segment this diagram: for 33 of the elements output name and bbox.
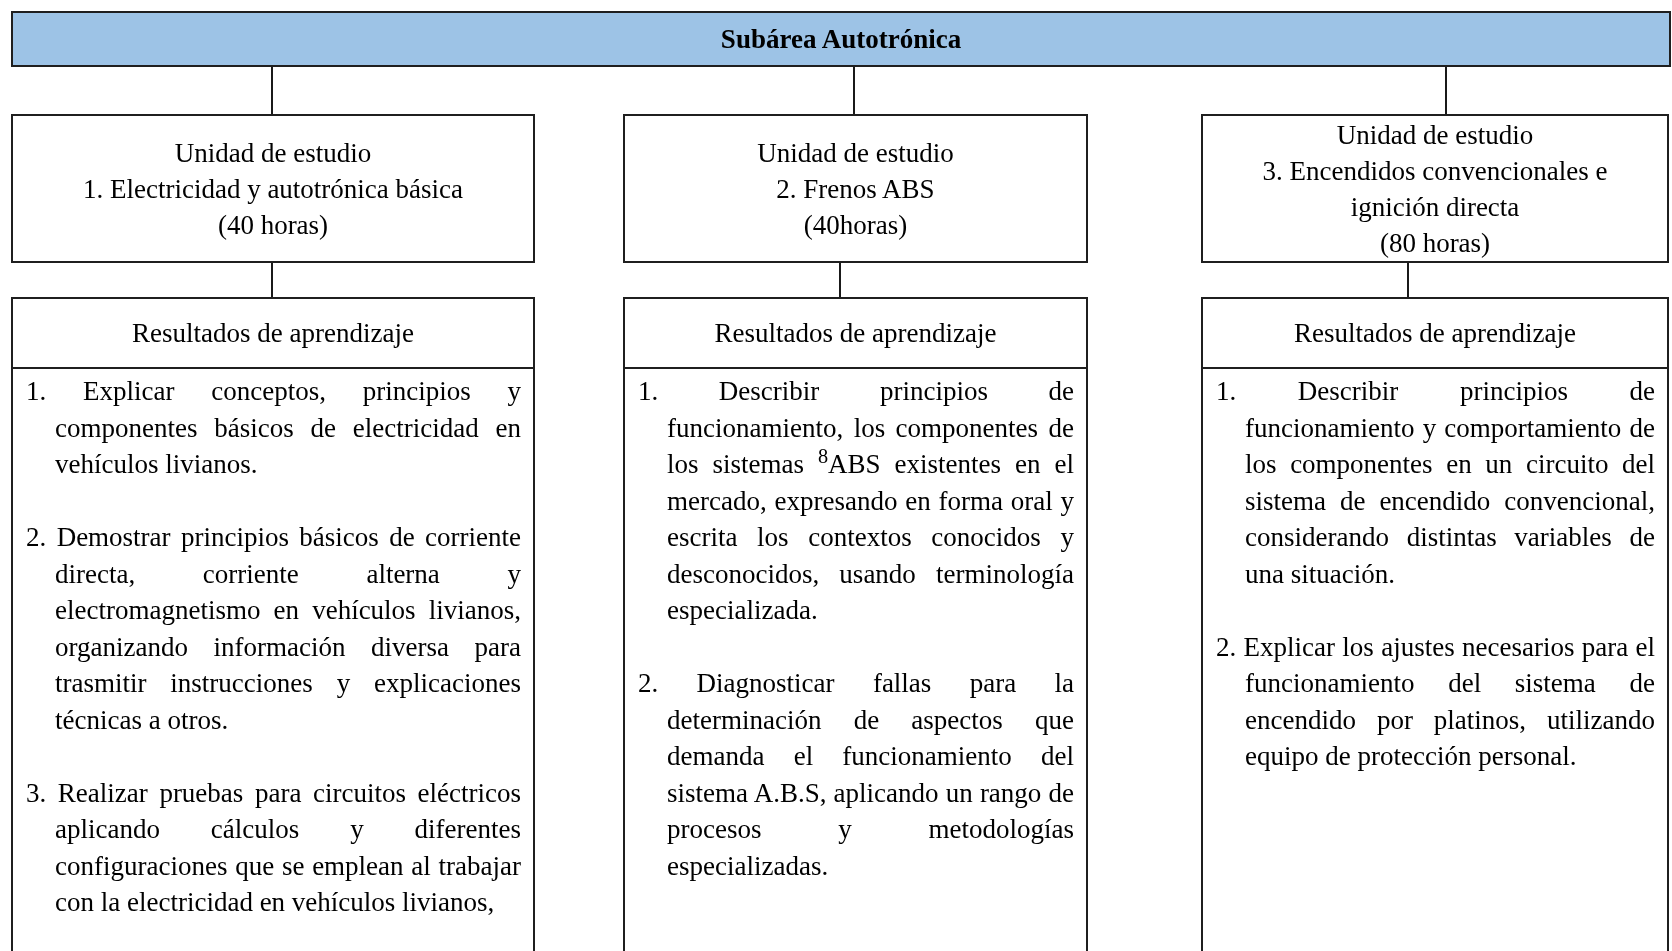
connector-line bbox=[1445, 66, 1447, 115]
unit-text: 2. Frenos ABS bbox=[776, 172, 935, 206]
unit-text: Unidad de estudio bbox=[757, 136, 954, 170]
results-box bbox=[623, 297, 1088, 951]
unit-text: (40horas) bbox=[803, 208, 908, 242]
unit-box bbox=[1201, 114, 1669, 263]
learning-outcome-item: 1. Explicar conceptos, principios y componentes básicos de electricidad en vehículos livianos. bbox=[26, 375, 521, 481]
connector-line bbox=[271, 66, 273, 115]
learning-outcome-item: 1. Describir principios de funcionamiento y comportamiento de los componentes en un circuito del sistema de encendido convencional, considerando distintas variables de una situación. bbox=[1216, 375, 1655, 591]
unit-text: 3. Encendidos convencionales e ignición directa bbox=[1261, 154, 1609, 224]
unit-box bbox=[11, 114, 535, 263]
connector-line bbox=[1407, 262, 1409, 298]
results-box bbox=[1201, 297, 1669, 951]
learning-outcome-item: 2. Explicar los ajustes necesarios para el funcionamiento del sistema de encendido por platinos, utilizando equipo de protección personal. bbox=[1216, 630, 1655, 773]
learning-outcome-item: 1. Describir principios de funcionamiento, los componentes de los sistemas $^{8}$ABS existentes en el mercado, expresando en forma oral y escrita los contextos conocidos y desconocidos, usando terminología especializada. bbox=[638, 375, 1074, 627]
connector-line bbox=[839, 262, 841, 298]
learning-outcome-item: 2. Diagnosticar fallas para la determinación de aspectos que demanda el funcionamiento del sistema A.B.S, aplicando un rango de procesos y metodologías especializadas. bbox=[638, 667, 1074, 883]
connector-line bbox=[271, 262, 273, 298]
unit-text: Unidad de estudio bbox=[174, 136, 372, 170]
title-text: Subárea Autotrónica bbox=[720, 22, 962, 56]
learning-outcome-item: 2. Demostrar principios básicos de corriente directa, corriente alterna y electromagnetismo en vehículos livianos, organizando información diversa para trasmitir instrucciones y explicaciones técnicas a otros. bbox=[26, 521, 521, 737]
title-band bbox=[11, 11, 1671, 67]
unit-box bbox=[623, 114, 1088, 263]
unit-text: (40 horas) bbox=[217, 208, 329, 242]
results-heading: Resultados de aprendizaje bbox=[714, 316, 997, 350]
connector-line bbox=[853, 66, 855, 115]
learning-outcome-item: 3. Realizar pruebas para circuitos eléctricos aplicando cálculos y diferentes configuraciones que se emplean al trabajar con la electricidad en vehículos livianos, bbox=[26, 776, 521, 919]
results-heading: Resultados de aprendizaje bbox=[1294, 316, 1576, 350]
unit-text: 1. Electricidad y autotrónica básica bbox=[82, 172, 464, 206]
results-heading: Resultados de aprendizaje bbox=[132, 316, 414, 350]
unit-text: (80 horas) bbox=[1379, 226, 1491, 260]
unit-text: Unidad de estudio bbox=[1336, 118, 1534, 152]
results-box bbox=[11, 297, 535, 951]
